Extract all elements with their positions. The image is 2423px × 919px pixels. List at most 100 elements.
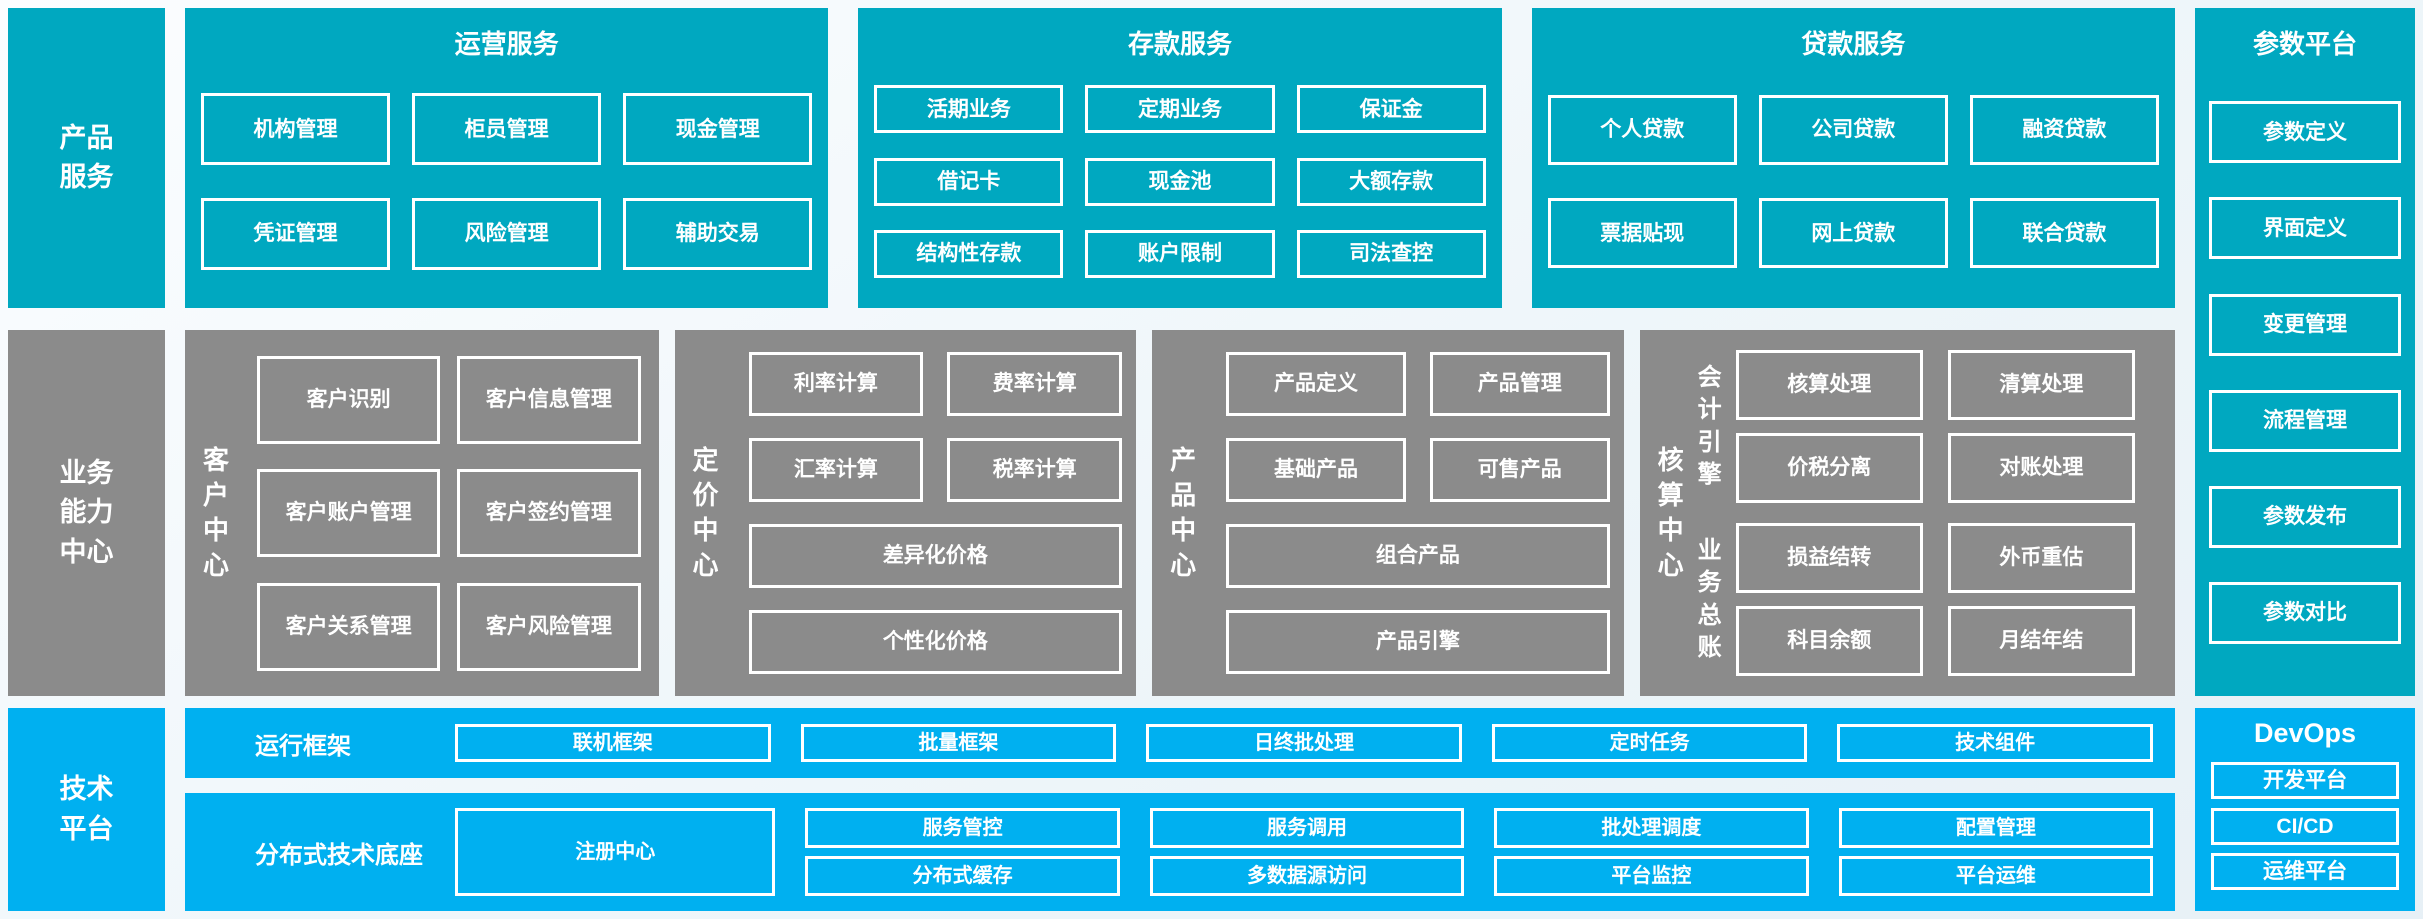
module-box: 联机框架: [455, 724, 771, 762]
module-box: 活期业务: [874, 85, 1064, 134]
module-box-pair: 批处理调度 平台监控: [1494, 808, 1809, 896]
module-box: 机构管理: [201, 93, 391, 166]
accounting-center-label: 核算中心: [1657, 444, 1684, 581]
module-box: 产品引擎: [1226, 610, 1610, 674]
panel-grid: 损益结转 外币重估 科目余额 月结年结: [1735, 523, 2135, 676]
module-box: 费率计算: [947, 352, 1123, 416]
devops-panel: DevOps 开发平台 CI/CD 运维平台: [2195, 708, 2415, 911]
panel-grid: 机构管理 柜员管理 现金管理 凭证管理 风险管理 辅助交易: [201, 61, 813, 302]
module-box: 票据贴现: [1547, 198, 1737, 269]
accounting-engine-group: 会计引擎 核算处理 清算处理 价税分离 对账处理: [1686, 350, 2175, 503]
module-box: 运维平台: [2211, 853, 2399, 891]
row-labels-column: 产品服务 业务能力中心 技术平台: [8, 8, 165, 911]
module-box: 批处理调度: [1494, 808, 1809, 848]
module-box: 清算处理: [1947, 350, 2135, 420]
module-box: CI/CD: [2211, 807, 2399, 845]
business-ledger-label: 业务总账: [1697, 536, 1722, 661]
row-label-text: 技术平台: [59, 774, 114, 844]
panel-grid: 产品定义 产品管理 基础产品 可售产品 组合产品 产品引擎: [1226, 330, 1610, 696]
module-box: 个性化价格: [748, 610, 1123, 674]
module-box: 注册中心: [455, 808, 776, 896]
module-box: 司法查控: [1296, 229, 1486, 278]
module-box: 对账处理: [1947, 433, 2135, 503]
product-center-label: 产品中心: [1170, 444, 1197, 581]
module-box: 客户签约管理: [457, 469, 641, 557]
business-capability-row: 客户中心 客户识别 客户信息管理 客户账户管理 客户签约管理 客户关系管理 客户…: [185, 330, 2175, 696]
module-box: 产品管理: [1429, 352, 1610, 416]
module-box: 个人贷款: [1547, 94, 1737, 165]
module-box: 产品定义: [1226, 352, 1406, 416]
row-label-business-capability: 业务能力中心: [8, 330, 165, 696]
module-box: 公司贷款: [1758, 94, 1948, 165]
module-box: 日终批处理: [1146, 724, 1462, 762]
panel-grid: 核算处理 清算处理 价税分离 对账处理: [1735, 350, 2135, 503]
module-box: 柜员管理: [412, 93, 602, 166]
module-box: 汇率计算: [748, 438, 924, 502]
accounting-groups: 会计引擎 核算处理 清算处理 价税分离 对账处理 业务总账 损益结转 外币重估: [1686, 330, 2175, 696]
row-label-product-services: 产品服务: [8, 8, 165, 308]
panel-title: 运营服务: [454, 29, 559, 59]
accounting-engine-label: 会计引擎: [1697, 363, 1722, 488]
module-box: 核算处理: [1735, 350, 1923, 420]
tech-platform-rows: 运行框架 联机框架 批量框架 日终批处理 定时任务 技术组件 分布式技术底座 注…: [185, 708, 2175, 911]
module-box: 辅助交易: [623, 197, 813, 270]
module-box: 价税分离: [1735, 433, 1923, 503]
module-box: 现金池: [1085, 157, 1275, 206]
module-box-pair: 服务管控 分布式缓存: [805, 808, 1120, 896]
module-box: 平台监控: [1494, 856, 1809, 896]
module-box: 结构性存款: [874, 229, 1064, 278]
module-box: 大额存款: [1296, 157, 1486, 206]
module-box-pair: 配置管理 平台运维: [1838, 808, 2154, 896]
module-box: 组合产品: [1226, 524, 1610, 588]
module-box: 基础产品: [1226, 438, 1406, 502]
panel-grid: 注册中心 服务管控 分布式缓存 服务调用 多数据源访问 批处理调度 平台监控: [455, 808, 2154, 896]
module-box: 流程管理: [2209, 389, 2401, 452]
module-box: 技术组件: [1837, 724, 2153, 762]
module-box: 月结年结: [1947, 606, 2135, 676]
module-box: 利率计算: [748, 352, 924, 416]
module-box: 科目余额: [1735, 606, 1923, 676]
module-box-pair: 服务调用 多数据源访问: [1149, 808, 1465, 896]
module-box: 配置管理: [1838, 808, 2154, 848]
panel-grid: 个人贷款 公司贷款 融资贷款 票据贴现 网上贷款 联合贷款: [1547, 61, 2159, 302]
panel-grid: 活期业务 定期业务 保证金 借记卡 现金池 大额存款 结构性存款 账户限制 司法…: [874, 61, 1486, 302]
module-box: 凭证管理: [201, 197, 391, 270]
param-platform-panel: 参数平台 参数定义 界面定义 变更管理 流程管理 参数发布 参数对比: [2195, 8, 2415, 697]
right-column: 参数平台 参数定义 界面定义 变更管理 流程管理 参数发布 参数对比 DevOp…: [2195, 8, 2415, 911]
module-box: 客户关系管理: [257, 582, 441, 671]
accounting-center-panel: 核算中心 会计引擎 核算处理 清算处理 价税分离 对账处理 业务总账: [1639, 330, 2175, 696]
runtime-framework-row: 运行框架 联机框架 批量框架 日终批处理 定时任务 技术组件: [185, 708, 2175, 778]
module-box: 参数定义: [2209, 101, 2401, 164]
module-box: 参数发布: [2209, 485, 2401, 548]
distributed-base-row: 分布式技术底座 注册中心 服务管控 分布式缓存 服务调用 多数据源访问 批处理调…: [185, 793, 2175, 911]
loan-services-panel: 贷款服务 个人贷款 公司贷款 融资贷款 票据贴现 网上贷款 联合贷款: [1531, 8, 2175, 308]
panel-grid: 利率计算 费率计算 汇率计算 税率计算 差异化价格 个性化价格: [748, 330, 1123, 696]
module-box: 账户限制: [1085, 229, 1275, 278]
module-box: 保证金: [1296, 85, 1486, 134]
panel-title: 参数平台: [2252, 29, 2357, 59]
operation-services-panel: 运营服务 机构管理 柜员管理 现金管理 凭证管理 风险管理 辅助交易: [185, 8, 829, 308]
module-box: 开发平台: [2211, 761, 2399, 799]
pricing-center-panel: 定价中心 利率计算 费率计算 汇率计算 税率计算 差异化价格 个性化价格: [674, 330, 1137, 696]
customer-center-label: 客户中心: [202, 444, 229, 581]
panel-grid: 参数定义 界面定义 变更管理 流程管理 参数发布 参数对比: [2195, 61, 2415, 696]
row-label-text: 产品服务: [59, 122, 114, 192]
module-box: 可售产品: [1429, 438, 1610, 502]
panel-grid: 联机框架 批量框架 日终批处理 定时任务 技术组件: [455, 724, 2153, 762]
module-box: 现金管理: [623, 93, 813, 166]
module-box: 网上贷款: [1758, 198, 1948, 269]
module-box: 差异化价格: [748, 524, 1123, 588]
deposit-services-panel: 存款服务 活期业务 定期业务 保证金 借记卡 现金池 大额存款 结构性存款 账户…: [858, 8, 1502, 308]
panel-title: DevOps: [2253, 718, 2357, 749]
panel-title: 存款服务: [1127, 29, 1232, 59]
product-services-row: 运营服务 机构管理 柜员管理 现金管理 凭证管理 风险管理 辅助交易 存款服务 …: [185, 8, 2175, 308]
module-box: 客户信息管理: [457, 355, 641, 444]
panel-title: 贷款服务: [1801, 29, 1906, 59]
module-box: 变更管理: [2209, 293, 2401, 356]
module-box: 平台运维: [1838, 856, 2154, 896]
module-box: 风险管理: [412, 197, 602, 270]
module-box: 外币重估: [1947, 523, 2135, 593]
module-box: 多数据源访问: [1149, 856, 1465, 896]
module-box: 借记卡: [874, 157, 1064, 206]
